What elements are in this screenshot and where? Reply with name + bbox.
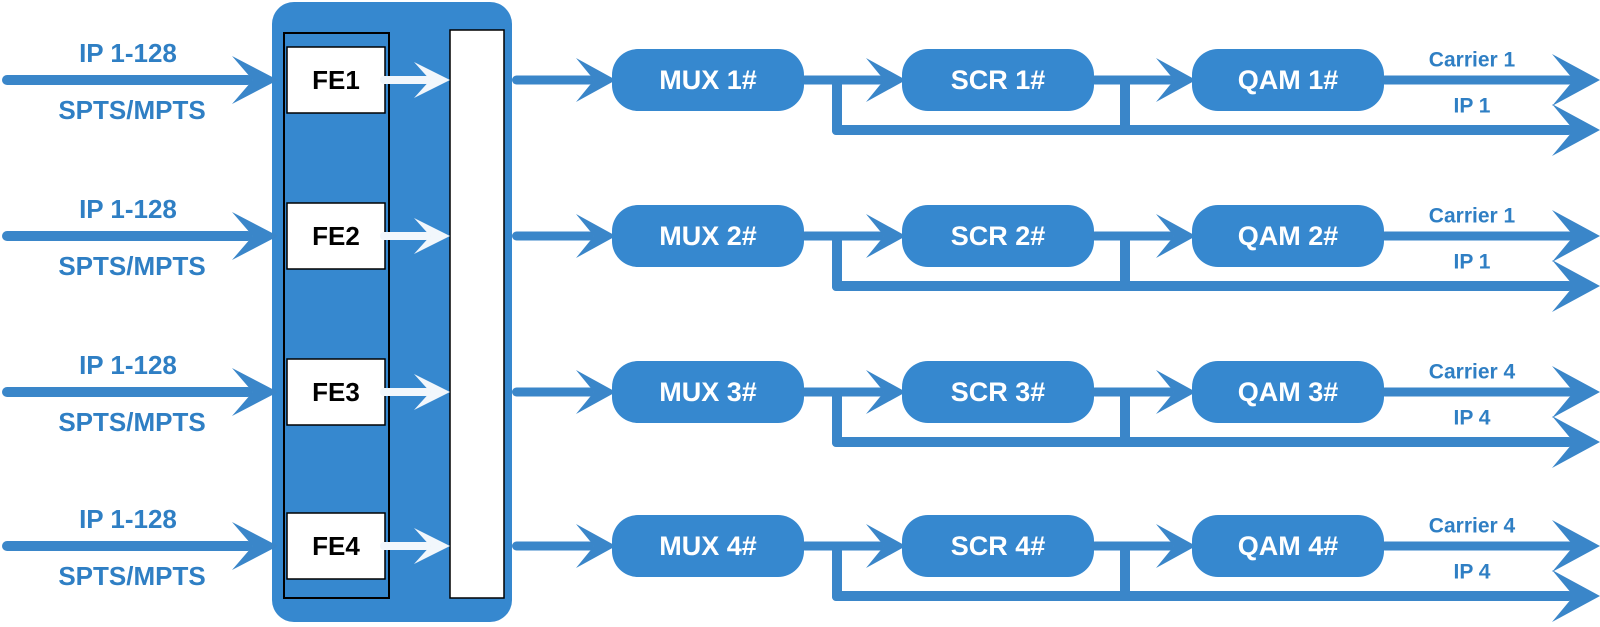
carrier-output-arrow [1380, 366, 1600, 418]
input-type-label: SPTS/MPTS [58, 407, 205, 437]
carrier-label: Carrier 1 [1429, 205, 1516, 228]
scr-block: SCR 1# [902, 49, 1094, 111]
bypass-drop-mux [832, 80, 842, 135]
mux-to-scr-arrow [800, 58, 906, 102]
ip-output-arrow [832, 416, 1600, 468]
mux-to-scr-arrow [800, 370, 906, 414]
switch-to-mux-arrow [512, 370, 616, 414]
mux-block: MUX 3# [612, 361, 804, 423]
switch-to-mux-arrow [512, 214, 616, 258]
ip-output-arrow [832, 260, 1600, 312]
mux-to-scr-arrow [800, 214, 906, 258]
fe-group-frame [283, 32, 390, 599]
qam-block: QAM 4# [1192, 515, 1384, 577]
input-arrow [2, 368, 278, 416]
scr-block: SCR 4# [902, 515, 1094, 577]
qam-block: QAM 3# [1192, 361, 1384, 423]
fe-to-switch-arrow [380, 62, 450, 98]
scr-block-label: SCR 3# [951, 377, 1046, 407]
fe-to-switch-arrow [380, 528, 450, 564]
scr-block-label: SCR 2# [951, 221, 1046, 251]
qam-block-label: QAM 2# [1238, 221, 1339, 251]
mux-block-label: MUX 4# [659, 531, 757, 561]
input-arrow [2, 212, 278, 260]
qam-block: QAM 2# [1192, 205, 1384, 267]
fe-to-switch-arrow [380, 374, 450, 410]
mux-block-label: MUX 1# [659, 65, 757, 95]
fe-box: FE2 [286, 202, 386, 270]
scr-to-qam-arrow [1090, 524, 1196, 568]
input-type-label: SPTS/MPTS [58, 251, 205, 281]
carrier-output-arrow [1380, 210, 1600, 262]
bypass-drop-mux [832, 546, 842, 601]
input-type-label: SPTS/MPTS [58, 561, 205, 591]
input-arrow [2, 56, 278, 104]
input-arrow [2, 522, 278, 570]
ip-output-label: IP 1 [1454, 95, 1491, 118]
fe-to-switch-arrow [380, 218, 450, 254]
bypass-drop-scr [1120, 546, 1130, 601]
scr-block: SCR 3# [902, 361, 1094, 423]
switch-to-mux-arrow [512, 58, 616, 102]
mux-block: MUX 1# [612, 49, 804, 111]
scr-to-qam-arrow [1090, 58, 1196, 102]
ip-output-label: IP 1 [1454, 251, 1491, 274]
scr-to-qam-arrow [1090, 214, 1196, 258]
mux-to-scr-arrow [800, 524, 906, 568]
scr-block-label: SCR 4# [951, 531, 1046, 561]
carrier-output-arrow [1380, 54, 1600, 106]
carrier-label: Carrier 1 [1429, 49, 1516, 72]
qam-block-label: QAM 1# [1238, 65, 1339, 95]
bypass-drop-scr [1120, 236, 1130, 291]
qam-block-label: QAM 3# [1238, 377, 1339, 407]
fe-label: FE2 [312, 221, 360, 251]
ip-output-label: IP 4 [1454, 407, 1491, 430]
switch-to-mux-arrow [512, 524, 616, 568]
input-type-label: SPTS/MPTS [58, 95, 205, 125]
fe-box: FE3 [286, 358, 386, 426]
input-ip-label: IP 1-128 [79, 350, 177, 380]
qam-block-label: QAM 4# [1238, 531, 1339, 561]
scr-block: SCR 2# [902, 205, 1094, 267]
bypass-drop-scr [1120, 392, 1130, 447]
carrier-output-arrow [1380, 520, 1600, 572]
mux-block: MUX 2# [612, 205, 804, 267]
ip-output-arrow [832, 104, 1600, 156]
bypass-drop-mux [832, 392, 842, 447]
carrier-label: Carrier 4 [1429, 361, 1516, 384]
mux-block-label: MUX 2# [659, 221, 757, 251]
mux-block: MUX 4# [612, 515, 804, 577]
fe-label: FE1 [312, 65, 360, 95]
input-ip-label: IP 1-128 [79, 194, 177, 224]
carrier-label: Carrier 4 [1429, 515, 1516, 538]
qam-block: QAM 1# [1192, 49, 1384, 111]
fe-box: FE1 [286, 46, 386, 114]
bypass-drop-scr [1120, 80, 1130, 135]
ip-output-label: IP 4 [1454, 561, 1491, 584]
bypass-drop-mux [832, 236, 842, 291]
mux-block-label: MUX 3# [659, 377, 757, 407]
scr-block-label: SCR 1# [951, 65, 1046, 95]
scr-to-qam-arrow [1090, 370, 1196, 414]
ip-output-arrow [832, 570, 1600, 622]
fe-box: FE4 [286, 512, 386, 580]
input-ip-label: IP 1-128 [79, 38, 177, 68]
switch-bar [449, 29, 505, 599]
input-ip-label: IP 1-128 [79, 504, 177, 534]
fe-label: FE3 [312, 377, 360, 407]
fe-label: FE4 [312, 531, 360, 561]
